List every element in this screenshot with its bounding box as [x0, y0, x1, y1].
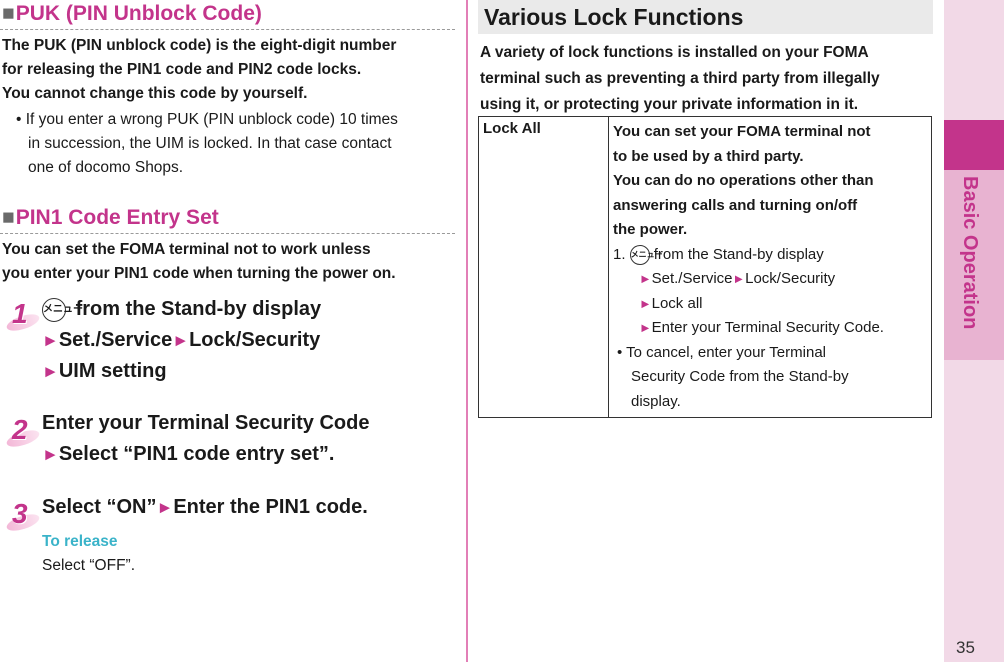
step-3-marker: 3: [4, 496, 42, 536]
section-divider: [0, 29, 455, 30]
lock-intro: A variety of lock functions is installed…: [480, 44, 880, 113]
pin1-description: You can set the FOMA terminal not to wor…: [2, 241, 396, 282]
menu-key-icon: メニュー: [629, 244, 663, 265]
section-title-various-lock: Various Lock Functions: [484, 4, 744, 30]
lock-description-cell: You can set your FOMA terminal not to be…: [608, 116, 932, 418]
to-release-heading: To release: [42, 533, 118, 550]
column-divider: [466, 0, 468, 662]
section-title-pin1: ■PIN1 Code Entry Set: [2, 206, 219, 229]
section-divider: [0, 233, 455, 234]
chapter-tab-accent: [944, 120, 1004, 170]
chapter-label: Basic Operation: [959, 176, 981, 330]
step-1-text: メニュー from the Stand-by display ►Set./Ser…: [42, 297, 322, 382]
lock-name-cell: Lock All: [478, 116, 609, 418]
puk-note: • If you enter a wrong PUK (PIN unblock …: [16, 111, 398, 176]
step-2-text: Enter your Terminal Security Code ►Selec…: [42, 412, 370, 465]
menu-key-icon: メニュー: [42, 297, 83, 322]
table-row: Lock All You can set your FOMA terminal …: [478, 116, 932, 418]
step-3-text: Select “ON”►Enter the PIN1 code.: [42, 496, 368, 518]
step-2-marker: 2: [4, 412, 42, 452]
release-instruction: Select “OFF”.: [42, 557, 136, 574]
step-1-marker: 1: [4, 296, 42, 336]
section-title-puk: ■PUK (PIN Unblock Code): [2, 2, 262, 25]
lock-functions-table: Lock All You can set your FOMA terminal …: [478, 116, 932, 418]
puk-description: The PUK (PIN unblock code) is the eight-…: [2, 37, 397, 102]
page-number: 35: [956, 638, 975, 657]
section-header-bar: [478, 0, 933, 34]
